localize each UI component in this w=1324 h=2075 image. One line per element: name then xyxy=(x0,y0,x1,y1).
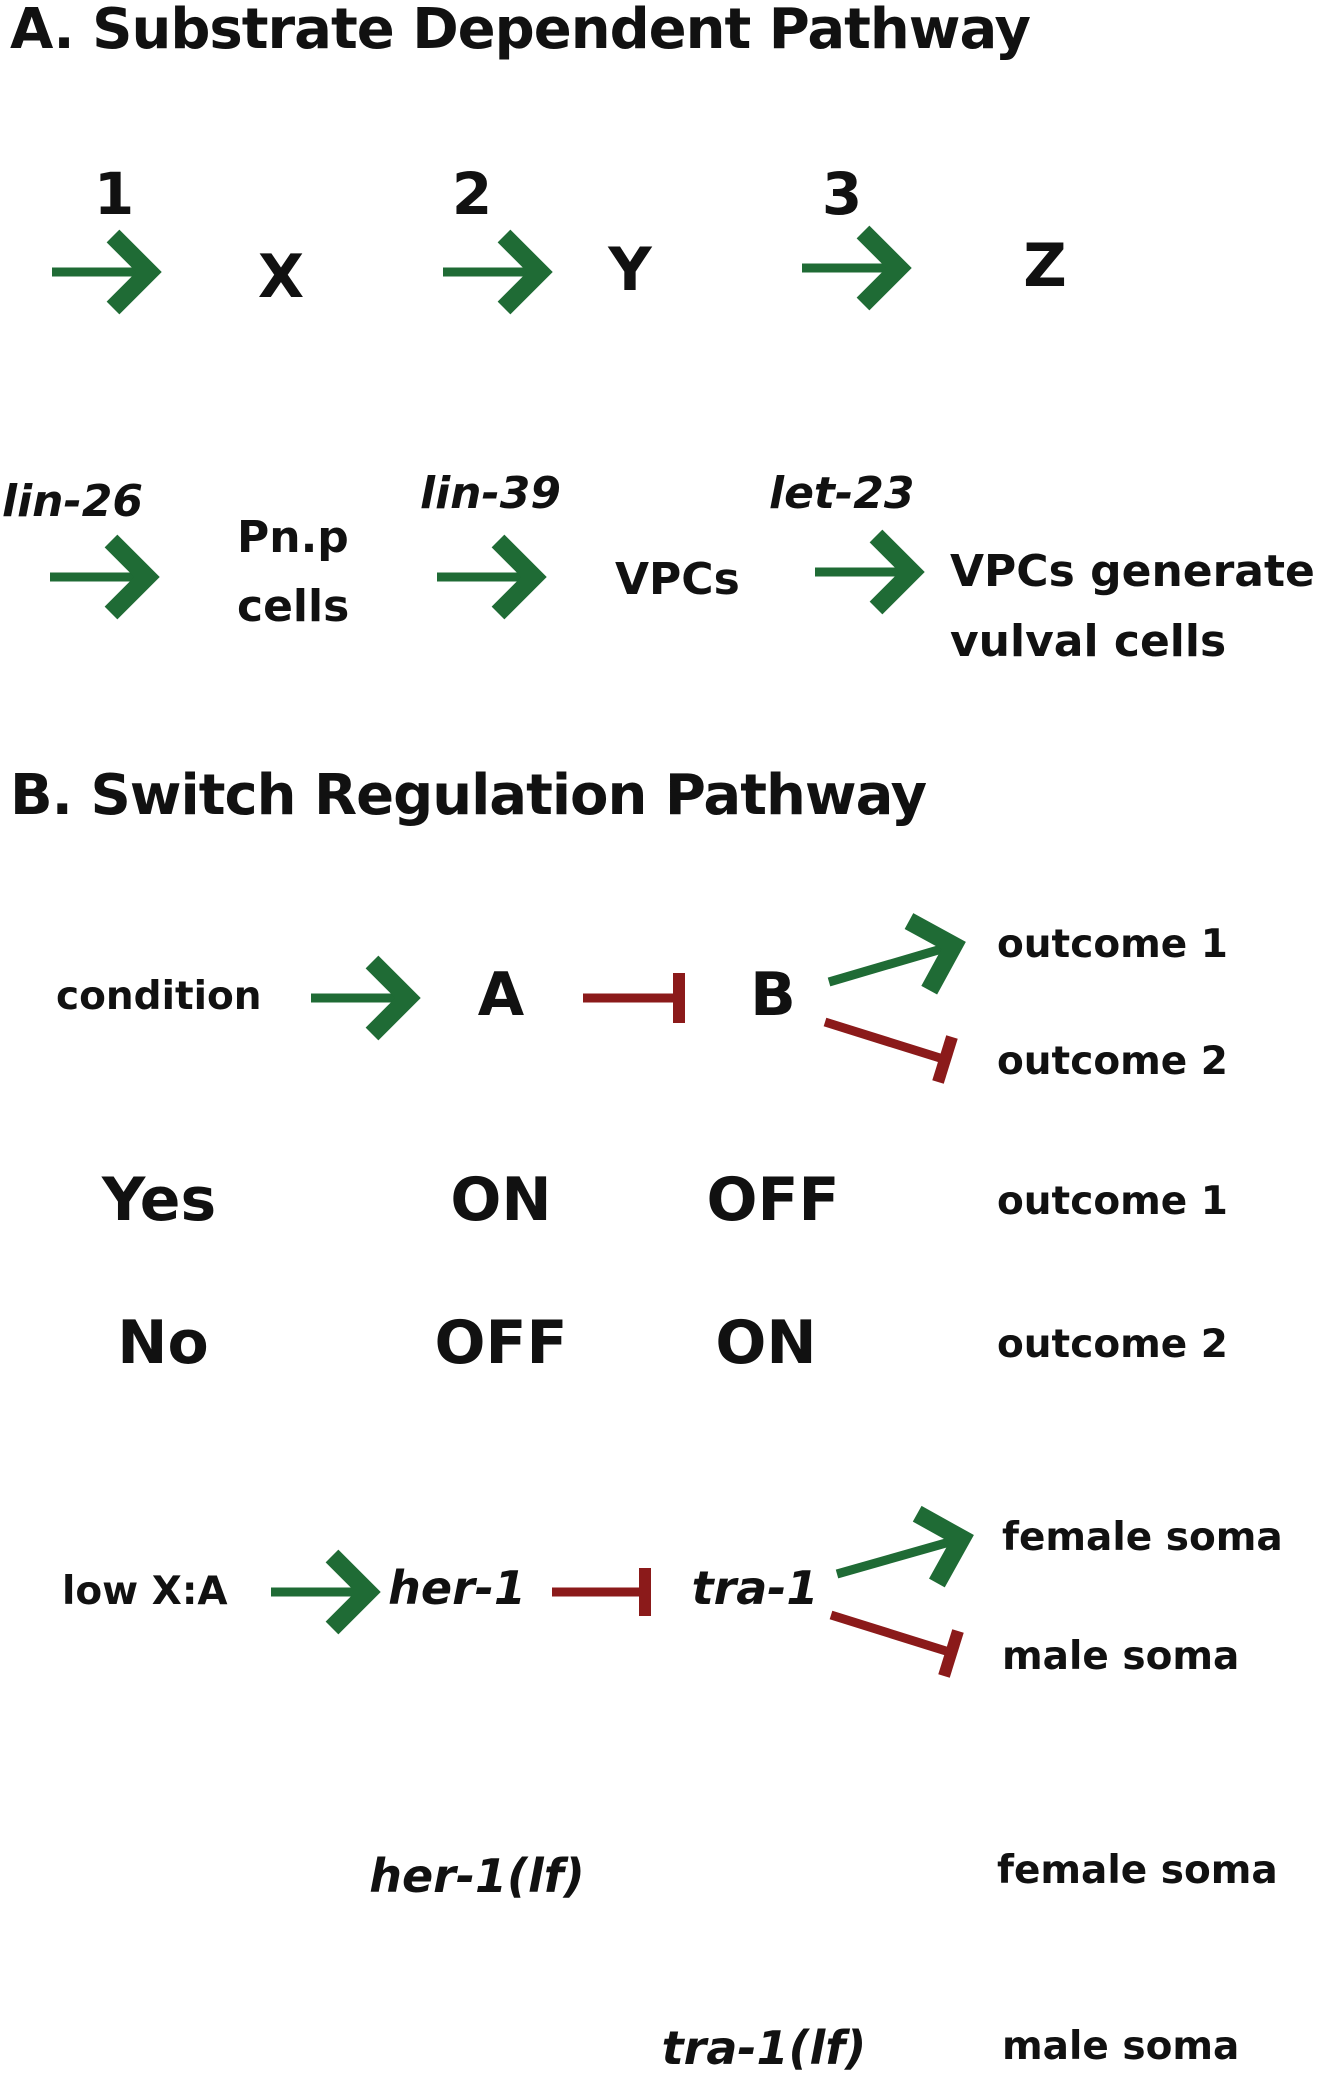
inhibition-arrow-her1-tra1 xyxy=(552,1568,651,1616)
table-row-2-a: OFF xyxy=(434,1308,568,1378)
inhibition-arrow-male-soma xyxy=(829,1610,964,1678)
step-label-2: 2 xyxy=(451,160,493,228)
inhibition-arrow-outcome-2 xyxy=(823,1017,958,1084)
table-row-1-a: ON xyxy=(450,1165,552,1235)
step-label-1: 1 xyxy=(93,160,135,228)
table-row-1-outcome: outcome 1 xyxy=(997,1179,1228,1224)
activation-arrow-outcome-1 xyxy=(827,913,966,995)
inhibition-arrow-a-b xyxy=(583,973,685,1023)
node-vpcs: VPCs xyxy=(615,554,740,605)
gene-tra-1: tra-1 xyxy=(691,1561,819,1615)
table-row-1-b: OFF xyxy=(706,1165,840,1235)
mutant-her-1-lf: her-1(lf) xyxy=(369,1849,585,1903)
table-row-1-condition: Yes xyxy=(101,1165,217,1235)
input-condition: condition xyxy=(56,974,262,1019)
table-row-2-b: ON xyxy=(715,1308,817,1378)
activation-arrow-female-soma xyxy=(835,1505,974,1588)
gene-lin-39: lin-39 xyxy=(420,468,561,519)
mutant-tra-1-lf-outcome: male soma xyxy=(1002,2024,1240,2069)
table-row-2-outcome: outcome 2 xyxy=(997,1322,1228,1367)
outcome-male-soma: male soma xyxy=(1002,1634,1240,1679)
outcome-1-label: outcome 1 xyxy=(997,922,1228,967)
input-low-xa: low X:A xyxy=(62,1569,228,1614)
outcome-2-label: outcome 2 xyxy=(997,1039,1228,1084)
gene-her-1: her-1 xyxy=(388,1561,526,1615)
node-vpcs-generate-line2: vulval cells xyxy=(950,616,1227,667)
mutant-tra-1-lf: tra-1(lf) xyxy=(661,2021,867,2075)
outcome-female-soma: female soma xyxy=(1002,1515,1283,1560)
table-row-2-condition: No xyxy=(117,1308,209,1378)
node-b: B xyxy=(750,960,796,1030)
node-vpcs-generate-line1: VPCs generate xyxy=(950,546,1315,597)
node-pnp-cells-line1: Pn.p xyxy=(237,512,349,563)
gene-lin-26: lin-26 xyxy=(2,476,143,527)
node-y: Y xyxy=(608,235,652,305)
node-x: X xyxy=(257,242,305,312)
step-label-3: 3 xyxy=(821,160,863,228)
mutant-her-1-lf-outcome: female soma xyxy=(997,1848,1278,1893)
section-b-title: B. Switch Regulation Pathway xyxy=(10,763,927,828)
section-a-title: A. Substrate Dependent Pathway xyxy=(10,0,1031,62)
node-z: Z xyxy=(1023,231,1067,301)
node-a: A xyxy=(477,960,525,1030)
node-pnp-cells-line2: cells xyxy=(237,581,350,632)
gene-let-23: let-23 xyxy=(769,468,915,519)
